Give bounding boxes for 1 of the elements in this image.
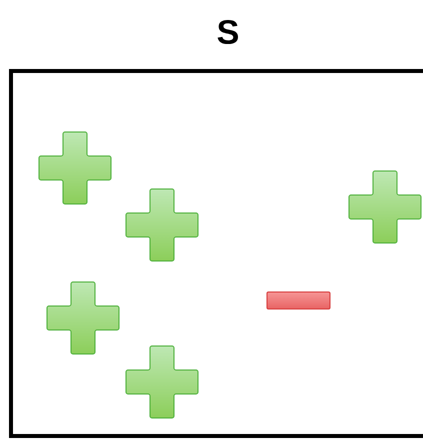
title: S bbox=[218, 20, 238, 44]
